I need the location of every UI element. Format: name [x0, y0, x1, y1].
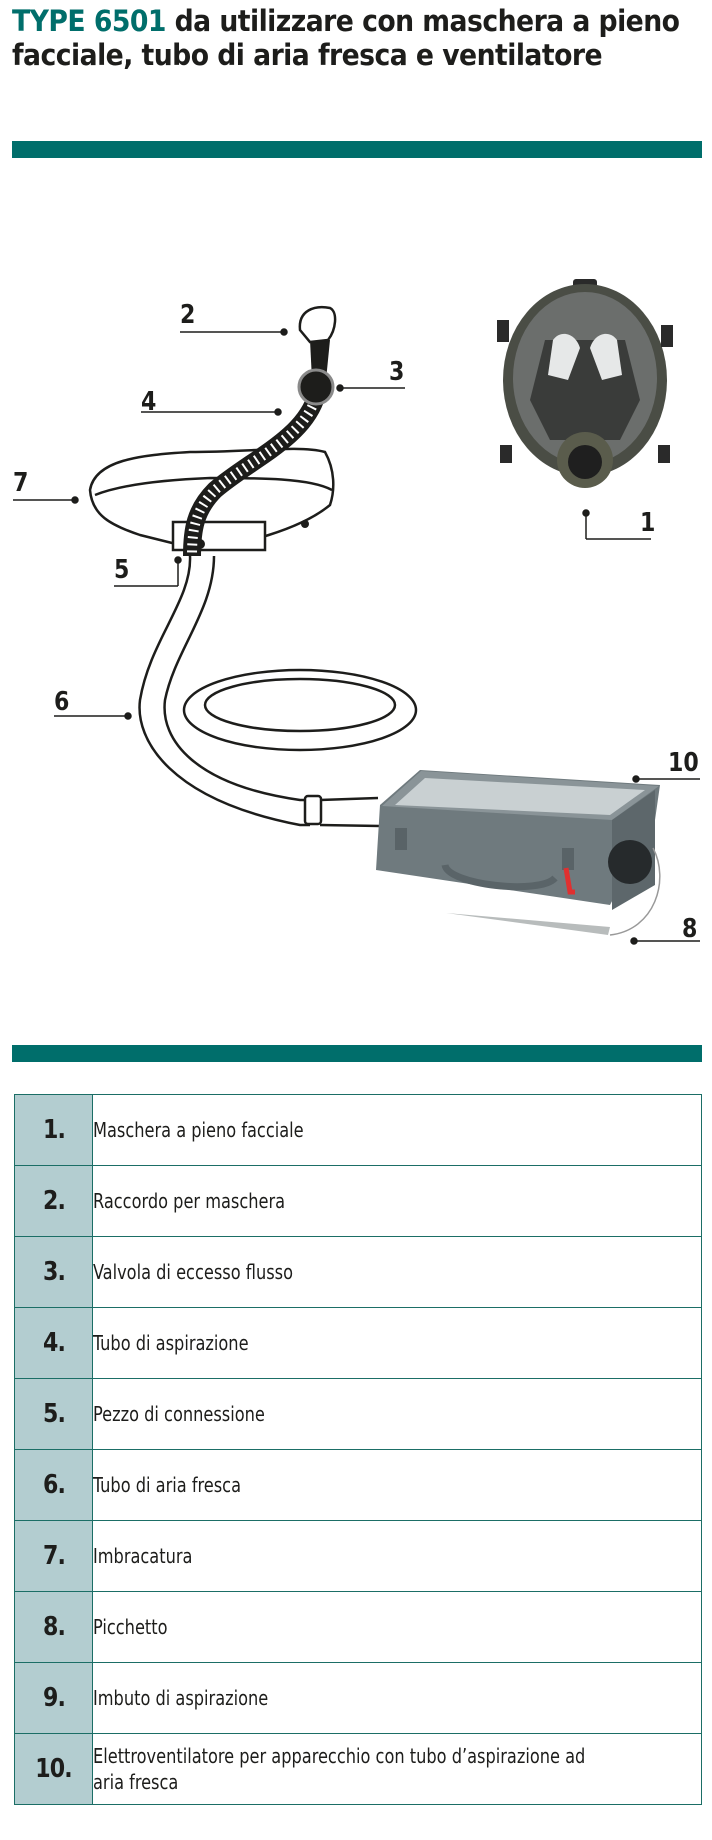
- page-title: TYPE 6501 da utilizzare con maschera a p…: [12, 4, 702, 72]
- part-number: 9.: [42, 1683, 65, 1713]
- table-row: 5. Pezzo di connessione: [14, 1378, 702, 1450]
- full-face-mask-illustration: [497, 279, 673, 488]
- table-row: 9. Imbuto di aspirazione: [14, 1662, 702, 1734]
- part-number: 4.: [42, 1328, 65, 1358]
- callout-8: 8: [682, 914, 698, 944]
- part-number: 5.: [42, 1399, 65, 1429]
- part-number: 1.: [42, 1115, 65, 1145]
- table-row: 10. Elettroventilatore per apparecchio co…: [14, 1733, 702, 1805]
- part-number: 6.: [42, 1470, 65, 1500]
- part-number: 3.: [42, 1257, 65, 1287]
- legend-divider-bar: [12, 1045, 702, 1062]
- parts-legend-table: 1. Maschera a pieno facciale 2. Raccordo p…: [14, 1094, 702, 1805]
- part-number: 7.: [42, 1541, 65, 1571]
- part-description: Imbuto di aspirazione: [93, 1686, 269, 1710]
- product-diagram: 1 2 3 4 5 6 7 8 10: [0, 170, 712, 1030]
- part-description: Tubo di aspirazione: [93, 1331, 249, 1355]
- callout-7: 7: [13, 468, 29, 498]
- electric-blower-illustration: [376, 770, 661, 936]
- equipment-illustration: [13, 279, 700, 945]
- part-number: 8.: [42, 1612, 65, 1642]
- callout-6: 6: [54, 687, 70, 717]
- callout-4: 4: [141, 387, 157, 417]
- part-number: 2.: [42, 1186, 65, 1216]
- exhalation-valve-shape: [297, 368, 335, 406]
- ground-stake-shape: [446, 913, 610, 935]
- mask-connector-illustration: [297, 306, 337, 406]
- fresh-air-hose-illustration: [138, 555, 418, 828]
- part-number: 10.: [35, 1754, 72, 1784]
- part-description: Elettroventilatore per apparecchio con t…: [93, 1744, 586, 1794]
- callout-10: 10: [668, 748, 699, 778]
- table-row: 4. Tubo di aspirazione: [14, 1307, 702, 1379]
- table-row: 3. Valvola di eccesso flusso: [14, 1236, 702, 1308]
- part-description: Maschera a pieno facciale: [93, 1118, 304, 1142]
- type-code: TYPE 6501: [12, 4, 166, 38]
- title-description: da utilizzare con maschera a pieno facci…: [12, 4, 680, 72]
- table-row: 7. Imbracatura: [14, 1520, 702, 1592]
- part-description: Picchetto: [93, 1615, 168, 1639]
- part-description: Tubo di aria fresca: [93, 1473, 242, 1497]
- table-row: 2. Raccordo per maschera: [14, 1165, 702, 1237]
- callout-3: 3: [389, 357, 405, 387]
- table-row: 8. Picchetto: [14, 1591, 702, 1663]
- part-description: Raccordo per maschera: [93, 1189, 286, 1213]
- callout-5: 5: [114, 555, 130, 585]
- callout-1: 1: [640, 508, 656, 538]
- table-row: 1. Maschera a pieno facciale: [14, 1094, 702, 1166]
- part-description: Pezzo di connessione: [93, 1402, 265, 1426]
- part-description: Valvola di eccesso flusso: [93, 1260, 293, 1284]
- header-divider-bar: [12, 141, 702, 158]
- suction-hose-illustration: [183, 396, 324, 557]
- callout-lines: [13, 328, 700, 945]
- table-row: 6. Tubo di aria fresca: [14, 1449, 702, 1521]
- part-description: Imbracatura: [93, 1544, 193, 1568]
- callout-2: 2: [180, 300, 196, 330]
